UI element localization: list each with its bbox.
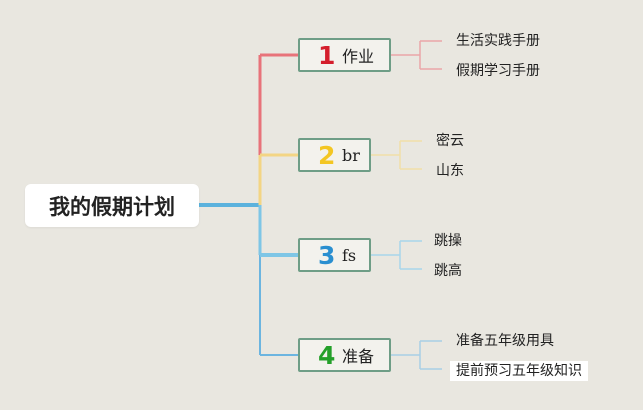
branch-2-leaf-connectors — [371, 140, 422, 170]
leaf-2-1[interactable]: 密云 — [436, 133, 464, 149]
leaf-4-1[interactable]: 准备五年级用具 — [456, 333, 554, 349]
branch-node-3[interactable]: 3 fs — [298, 238, 371, 272]
root-node[interactable]: 我的假期计划 — [25, 184, 199, 227]
leaf-1-1[interactable]: 生活实践手册 — [456, 33, 540, 49]
branch-3-number: 3 — [318, 240, 336, 270]
leaf-2-2[interactable]: 山东 — [436, 163, 464, 179]
leaf-3-1[interactable]: 跳操 — [434, 233, 462, 249]
branch-1-leaf-connectors — [391, 40, 442, 70]
branch-2-label: br — [342, 145, 360, 165]
branch-1-number: 1 — [318, 40, 336, 70]
root-label: 我的假期计划 — [49, 194, 175, 219]
branch-3-label: fs — [342, 245, 357, 265]
leaf-4-2[interactable]: 提前预习五年级知识 — [450, 361, 588, 381]
branch-node-1[interactable]: 1 作业 — [298, 38, 391, 72]
branch-4-leaf-connectors — [391, 340, 442, 370]
leaf-3-2[interactable]: 跳高 — [434, 263, 462, 279]
branch-4-number: 4 — [318, 340, 336, 370]
branch-2-number: 2 — [318, 140, 336, 170]
branch-node-4[interactable]: 4 准备 — [298, 338, 391, 372]
branch-1-label: 作业 — [342, 47, 375, 66]
branch-4-label: 准备 — [342, 347, 375, 366]
branch-node-2[interactable]: 2 br — [298, 138, 371, 172]
branch-3-leaf-connectors — [371, 240, 422, 270]
leaf-1-2[interactable]: 假期学习手册 — [456, 63, 540, 79]
